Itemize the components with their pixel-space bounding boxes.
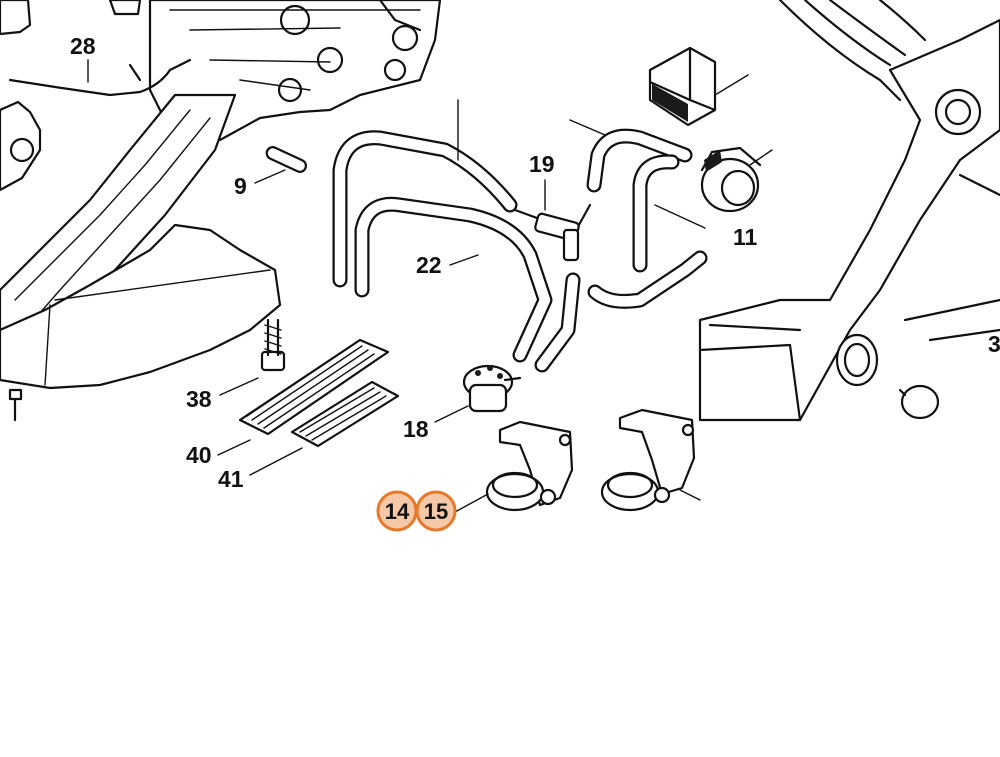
part-label-9[interactable]: 9 [234,173,247,199]
part-label-3[interactable]: 3 [988,331,1000,357]
leader-lines [87,59,773,513]
hoses-drawing [332,128,708,373]
part-label-19[interactable]: 19 [529,151,555,177]
part-label-38[interactable]: 38 [186,386,212,412]
part-label-40[interactable]: 40 [186,442,212,468]
components-drawing [462,46,762,512]
frame-drawing [698,0,1000,422]
housing-drawing [0,0,442,448]
part-label-18[interactable]: 18 [403,416,429,442]
hotspot-15-label: 15 [424,499,448,524]
hotspot-15-ring [415,490,457,532]
hotspot-14-label: 14 [385,499,410,524]
hotspot-part-15[interactable]: 15 [415,490,457,532]
part-label-11[interactable]: 11 [733,224,758,250]
part-label-41[interactable]: 41 [218,466,244,492]
part-label-22[interactable]: 22 [416,252,442,278]
part-label-28[interactable]: 28 [70,33,96,59]
hotspot-part-14[interactable]: 14 [376,490,418,532]
